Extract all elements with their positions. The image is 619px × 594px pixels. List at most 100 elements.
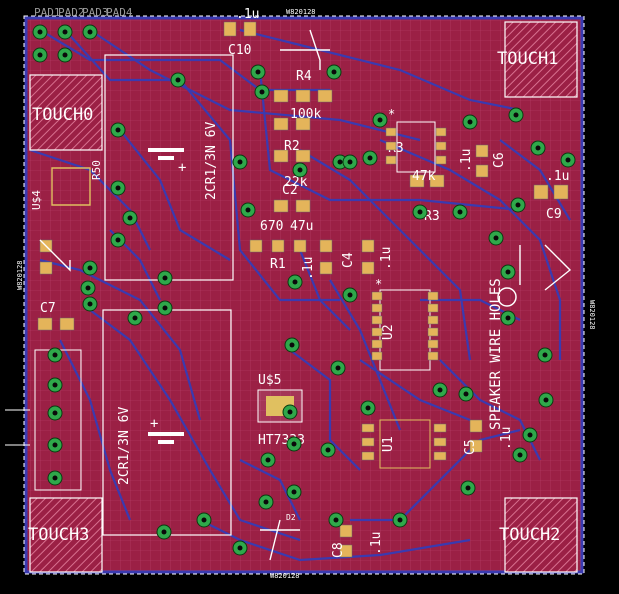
via-hole — [255, 69, 261, 75]
via-hole — [467, 119, 473, 125]
via-hole — [85, 285, 91, 291]
via-hole — [367, 155, 373, 161]
via-hole — [127, 215, 133, 221]
label-c5: C5 — [463, 439, 478, 455]
label-c4-val: .1u — [379, 247, 394, 270]
touch-pad-1: TOUCH1 — [497, 21, 578, 98]
label-c6: C6 — [492, 152, 507, 168]
via-hole — [543, 397, 549, 403]
via-hole — [437, 387, 443, 393]
label-c8-val: .1u — [369, 532, 384, 555]
via-hole — [297, 167, 303, 173]
via-hole — [291, 441, 297, 447]
smd-parts — [37, 21, 569, 558]
label-c9: C9 — [546, 207, 562, 222]
via-hole — [52, 475, 58, 481]
via-hole — [115, 185, 121, 191]
label-c6-val: .1u — [459, 149, 474, 172]
via-hole — [201, 517, 207, 523]
via-hole — [505, 269, 511, 275]
via-hole — [347, 292, 353, 298]
via-hole — [365, 405, 371, 411]
speaker-hole — [497, 287, 517, 307]
via-hole — [162, 305, 168, 311]
via-hole — [417, 209, 423, 215]
label-r2: R2 — [284, 139, 300, 154]
label-r3: R3 — [424, 209, 440, 224]
via-hole — [237, 545, 243, 551]
via-hole — [52, 410, 58, 416]
corner-tag-bottom: W820128 — [270, 572, 300, 580]
via-hole — [565, 157, 571, 163]
via-hole — [175, 77, 181, 83]
via-hole — [291, 489, 297, 495]
touch2-label: TOUCH2 — [499, 525, 560, 545]
label-us4: U$4 — [30, 190, 43, 210]
battery-bottom-label: 2CR1/3N 6V — [117, 407, 132, 485]
via-hole — [62, 29, 68, 35]
via-hole — [259, 89, 265, 95]
via-hole — [347, 159, 353, 165]
via-hole — [37, 52, 43, 58]
via-hole — [463, 391, 469, 397]
via-hole — [237, 159, 243, 165]
via-hole — [515, 202, 521, 208]
via-hole — [161, 529, 167, 535]
corner-tag-left: W820128 — [16, 260, 24, 290]
svg-text:+: + — [150, 416, 158, 432]
label-c8: C8 — [331, 542, 346, 558]
pad1-label: PAD1 — [34, 6, 61, 19]
via-hole — [115, 237, 121, 243]
touch-pad-0: TOUCH0 — [29, 74, 103, 151]
touch-pad-3: TOUCH3 — [28, 497, 103, 573]
pad2-label: PAD2 — [58, 6, 85, 19]
via-hole — [87, 29, 93, 35]
touch1-label: TOUCH1 — [497, 49, 558, 69]
label-r50: R50 — [90, 160, 103, 180]
label-r1: R1 — [270, 257, 286, 272]
corner-tag-right: W820128 — [588, 300, 596, 330]
via-hole — [457, 209, 463, 215]
via-hole — [62, 52, 68, 58]
via-hole — [292, 279, 298, 285]
label-c4: C4 — [341, 252, 356, 268]
via-group — [32, 24, 576, 556]
transistor-marks — [39, 29, 572, 561]
via-hole — [52, 382, 58, 388]
via-hole — [132, 315, 138, 321]
label-c5-val: .1u — [499, 427, 514, 450]
via-hole — [287, 409, 293, 415]
via-hole — [377, 117, 383, 123]
label-c7: C7 — [40, 301, 56, 316]
label-r4: R4 — [296, 69, 312, 84]
via-hole — [517, 452, 523, 458]
regulator-label: U$5 — [258, 373, 281, 388]
via-hole — [535, 145, 541, 151]
svg-text:*: * — [388, 107, 395, 121]
via-hole — [331, 69, 337, 75]
label-u2: U2 — [381, 324, 396, 340]
via-hole — [115, 127, 121, 133]
label-c10-val: .1u — [236, 7, 259, 22]
label-c10: C10 — [228, 43, 251, 58]
via-hole — [87, 265, 93, 271]
via-hole — [505, 315, 511, 321]
via-hole — [87, 301, 93, 307]
corner-tag-top: W820128 — [286, 8, 316, 16]
via-hole — [263, 499, 269, 505]
via-hole — [337, 159, 343, 165]
svg-text:*: * — [375, 277, 382, 291]
label-r2-val: 22k — [284, 175, 308, 190]
label-c2: C2 — [282, 183, 298, 198]
via-hole — [542, 352, 548, 358]
via-hole — [333, 517, 339, 523]
via-hole — [37, 29, 43, 35]
touch0-label: TOUCH0 — [32, 105, 93, 125]
via-hole — [397, 517, 403, 523]
touch3-label: TOUCH3 — [28, 525, 89, 545]
label-c3-val: .1u — [301, 257, 316, 280]
label-d2: D2 — [286, 513, 296, 522]
via-hole — [527, 432, 533, 438]
